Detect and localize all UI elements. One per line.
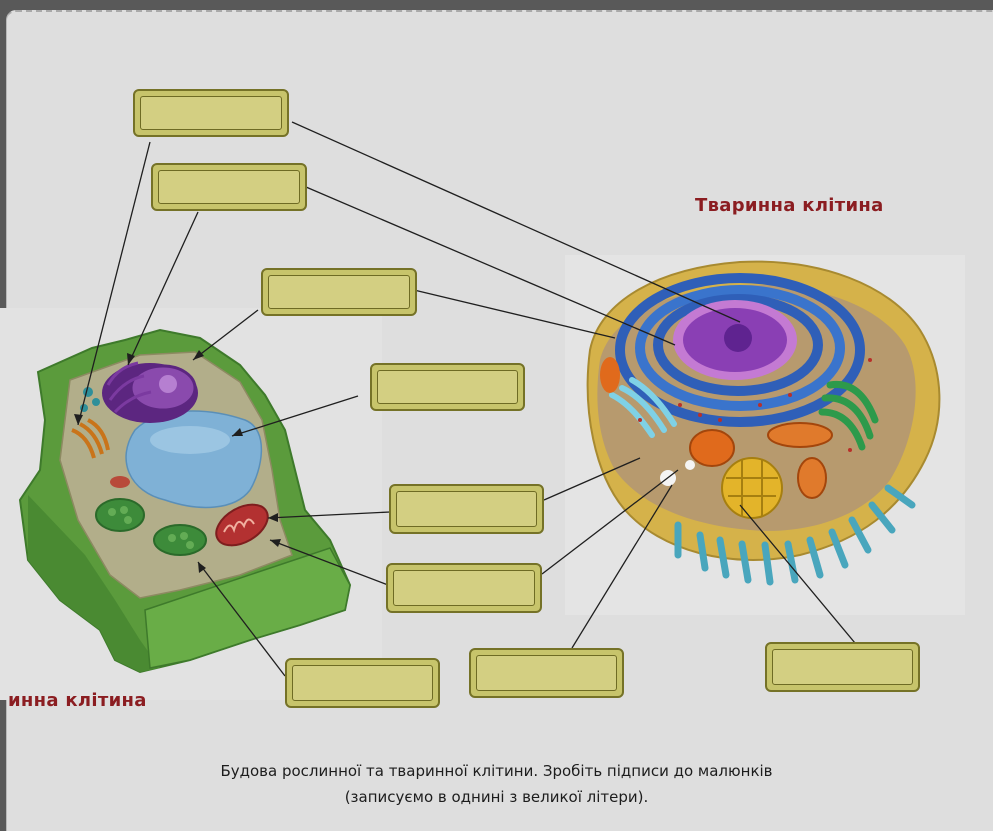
label-box-8[interactable] (469, 648, 624, 698)
arrow-heads (74, 350, 281, 573)
label-box-6-field[interactable] (393, 570, 535, 606)
animal-golgi-green (818, 380, 879, 451)
animal-nucleolus (724, 324, 752, 352)
plant-nucleolus (159, 375, 177, 393)
plant-vacuole-highlight (150, 426, 230, 454)
animal-cell-title: Тваринна клітина (695, 195, 884, 216)
plant-cell (18, 328, 352, 674)
label-box-1[interactable] (133, 89, 289, 137)
label-box-3-field[interactable] (268, 275, 410, 309)
caption-line-2: (записуємо в однині з великої літери). (344, 788, 649, 806)
animal-vesicle-2 (685, 460, 695, 470)
label-box-5[interactable] (389, 484, 544, 534)
leader-lines (77, 121, 856, 677)
animal-er (615, 273, 865, 427)
label-box-1-field[interactable] (140, 96, 282, 130)
caption-line-1: Будова рослинної та тваринної клітини. З… (220, 762, 773, 780)
animal-mitochondrion-4 (600, 357, 620, 393)
animal-cell (586, 260, 941, 586)
label-box-2-field[interactable] (158, 170, 300, 204)
plant-cell-wall-bottom (144, 547, 351, 669)
plant-vacuole (125, 410, 263, 509)
animal-mitochondrion-1 (689, 429, 735, 467)
worksheet-caption: Будова рослинної та тваринної клітини. З… (0, 758, 993, 810)
label-box-4-field[interactable] (377, 370, 518, 404)
label-box-7-field[interactable] (292, 665, 433, 701)
animal-centrosome (721, 457, 783, 519)
label-box-4[interactable] (370, 363, 525, 411)
label-box-2[interactable] (151, 163, 307, 211)
plant-mitochondrion (215, 503, 269, 547)
plant-cell-wall-front (28, 495, 160, 672)
animal-microvilli (674, 484, 916, 586)
plant-golgi (71, 418, 110, 459)
animal-golgi-teal (609, 377, 677, 438)
plant-er (106, 361, 152, 414)
label-box-6[interactable] (386, 563, 542, 613)
plant-chloroplast-2 (153, 524, 207, 556)
plant-chloroplast-1 (95, 498, 145, 532)
label-box-8-field[interactable] (476, 655, 617, 691)
label-box-7[interactable] (285, 658, 440, 708)
label-box-9-field[interactable] (772, 649, 913, 685)
label-box-5-field[interactable] (396, 491, 537, 527)
plant-cell-title: инна клітина (8, 690, 147, 711)
animal-mitochondrion-2 (767, 422, 833, 448)
animal-mitochondrion-3 (797, 457, 827, 499)
label-box-9[interactable] (765, 642, 920, 692)
label-box-3[interactable] (261, 268, 417, 316)
